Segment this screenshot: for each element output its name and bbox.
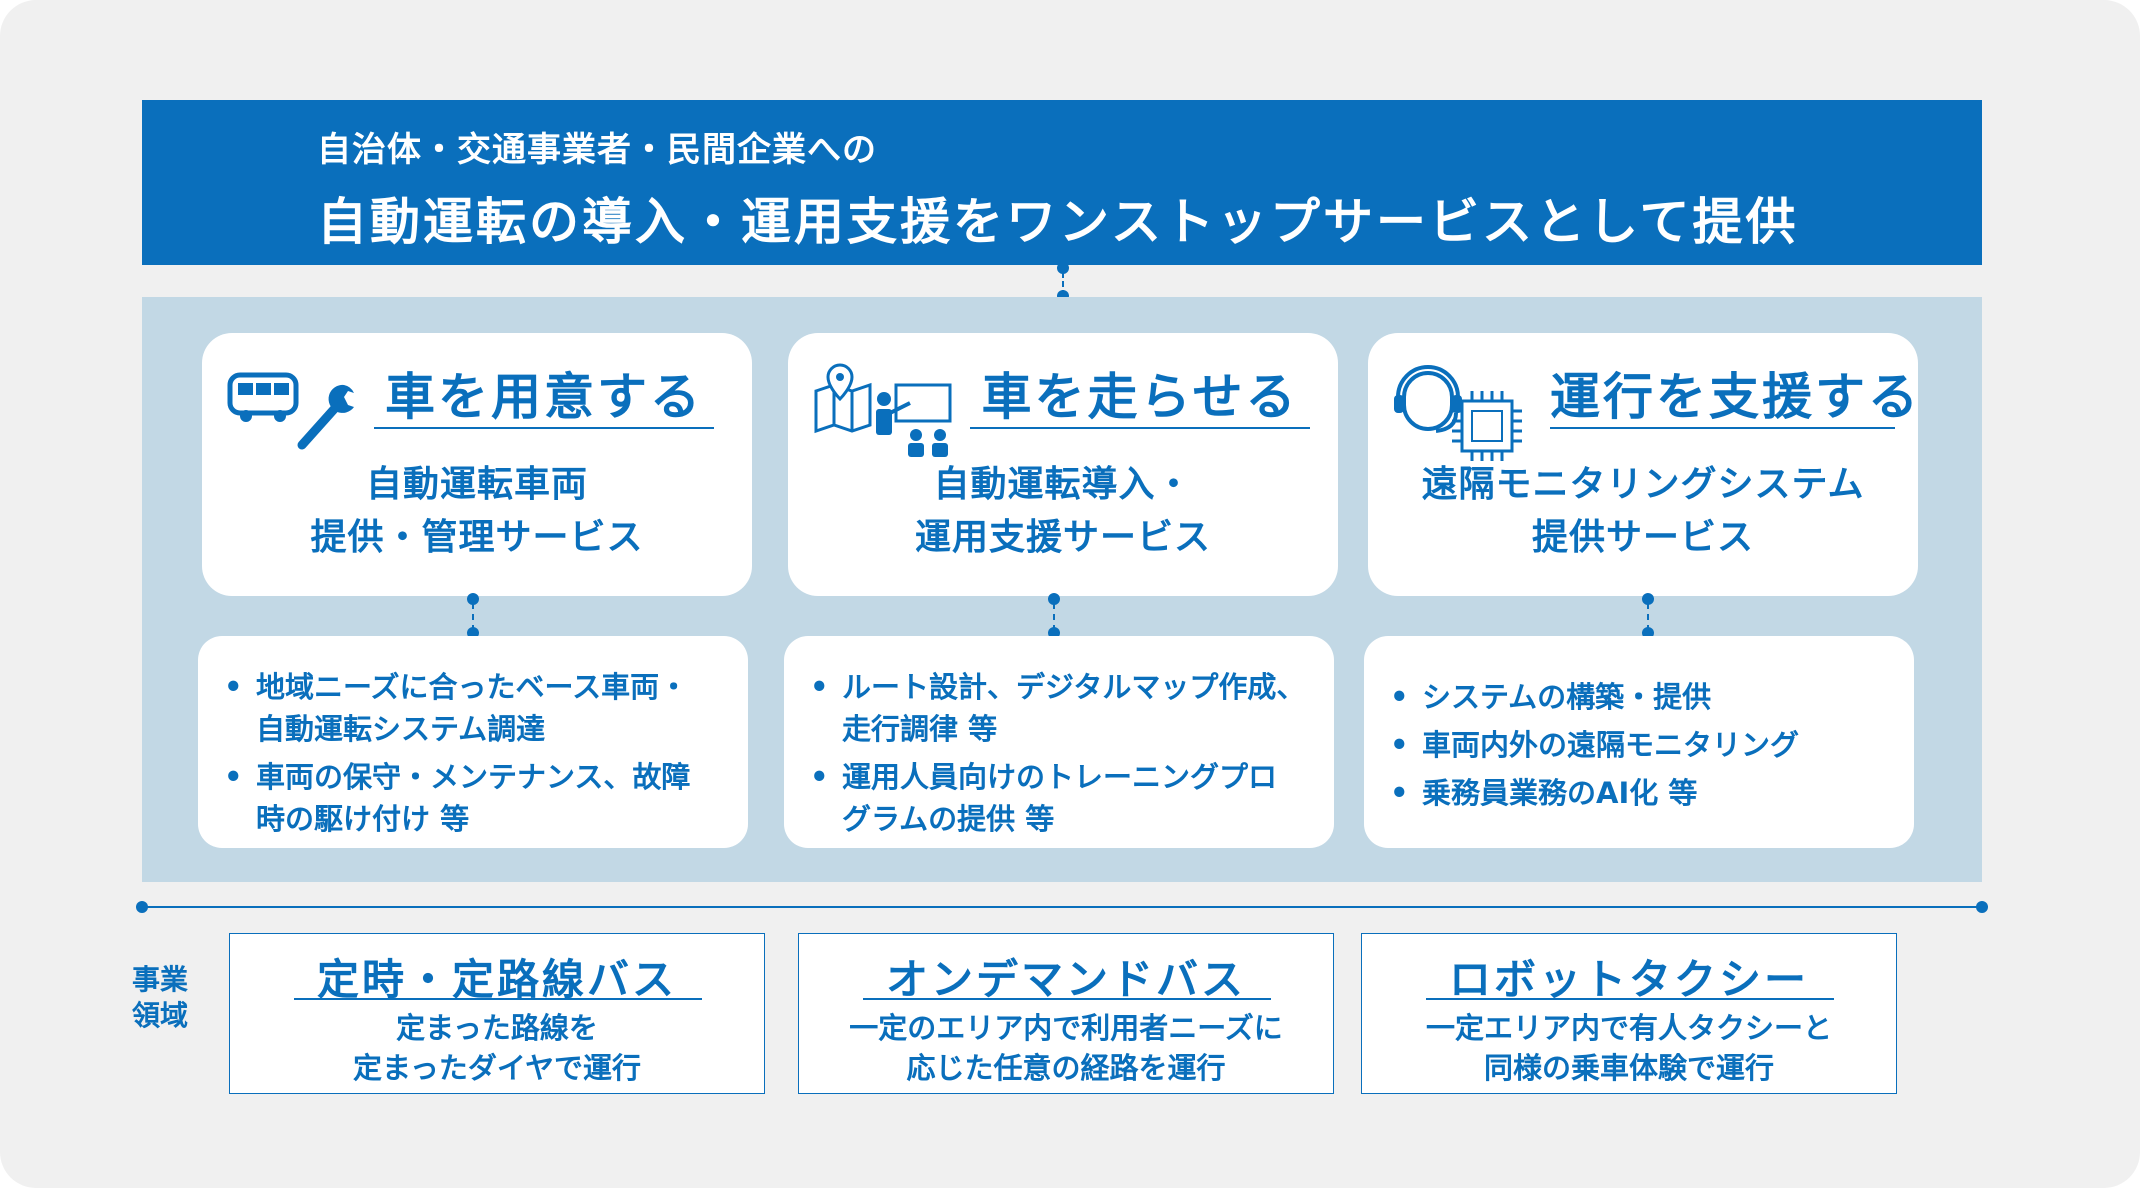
business-description: 一定エリア内で有人タクシーと 同様の乗車体験で運行	[1425, 1011, 1832, 1085]
business-box-on-demand-bus: オンデマンドバス 一定のエリア内で利用者ニーズに 応じた任意の経路を運行	[798, 933, 1334, 1094]
headset-operator-icon	[1394, 365, 1462, 433]
connector-line	[472, 603, 474, 631]
service-desc-line: 提供サービス	[1531, 517, 1754, 558]
service-description: 自動運転車両 提供・管理サービス	[202, 458, 752, 564]
business-description: 一定のエリア内で利用者ニーズに 応じた任意の経路を運行	[849, 1011, 1283, 1085]
connector-dot	[1048, 593, 1060, 605]
detail-card-prepare-vehicle: 地域ニーズに合ったベース車両・自動運転システム調達 車両の保守・メンテナンス、故…	[198, 636, 748, 848]
detail-list: 地域ニーズに合ったベース車両・自動運転システム調達 車両の保守・メンテナンス、故…	[224, 666, 734, 846]
service-description: 自動運転導入・ 運用支援サービス	[788, 458, 1338, 564]
connector-dot	[1642, 593, 1654, 605]
divider-end-dot	[136, 901, 148, 913]
service-card-prepare-vehicle: 車を用意する 自動運転車両 提供・管理サービス	[202, 333, 752, 596]
business-title-underline	[863, 998, 1271, 1000]
divider-end-dot	[1976, 901, 1988, 913]
detail-list: システムの構築・提供 車両内外の遠隔モニタリング 乗務員業務のAI化 等	[1390, 676, 1900, 820]
detail-item: 車両内外の遠隔モニタリング	[1390, 724, 1900, 766]
service-title: 車を用意する	[374, 367, 714, 429]
detail-list: ルート設計、デジタルマップ作成、走行調律 等 運用人員向けのトレーニングプログラ…	[810, 666, 1320, 846]
detail-item: ルート設計、デジタルマップ作成、走行調律 等	[810, 666, 1320, 750]
wrench-icon	[297, 384, 354, 450]
business-description: 定まった路線を 定まったダイヤで運行	[353, 1011, 641, 1085]
business-box-fixed-route-bus: 定時・定路線バス 定まった路線を 定まったダイヤで運行	[229, 933, 765, 1094]
service-title: 運行を支援する	[1550, 367, 1918, 429]
business-box-robot-taxi: ロボットタクシー 一定エリア内で有人タクシーと 同様の乗車体験で運行	[1361, 933, 1897, 1094]
service-desc-line: 遠隔モニタリングシステム	[1421, 464, 1865, 505]
header-banner: 自治体・交通事業者・民間企業への 自動運転の導入・運用支援をワンストップサービス…	[142, 100, 1982, 265]
service-card-operate-vehicle: 車を走らせる 自動運転導入・ 運用支援サービス	[788, 333, 1338, 596]
service-desc-line: 運用支援サービス	[914, 517, 1211, 558]
detail-card-operate-vehicle: ルート設計、デジタルマップ作成、走行調律 等 運用人員向けのトレーニングプログラ…	[784, 636, 1334, 848]
service-desc-line: 提供・管理サービス	[310, 517, 644, 558]
connector-line	[1053, 603, 1055, 631]
connector-line	[1647, 603, 1649, 631]
ai-chip-icon	[1452, 391, 1522, 461]
detail-item: システムの構築・提供	[1390, 676, 1900, 718]
business-area-divider	[142, 906, 1982, 908]
connector-dot	[467, 593, 479, 605]
service-card-support-operation: 運行を支援する 遠隔モニタリングシステム 提供サービス	[1368, 333, 1918, 596]
header-title: 自動運転の導入・運用支援をワンストップサービスとして提供	[317, 193, 1799, 251]
business-title: オンデマンドバス	[885, 955, 1246, 1004]
service-desc-line: 自動運転導入・	[933, 464, 1193, 505]
business-title-underline	[294, 998, 702, 1000]
service-title: 車を走らせる	[970, 367, 1310, 429]
service-description: 遠隔モニタリングシステム 提供サービス	[1368, 458, 1918, 564]
detail-item: 乗務員業務のAI化 等	[1390, 772, 1900, 814]
training-presenter-icon	[876, 383, 952, 457]
bus-icon	[227, 372, 299, 422]
detail-card-support-operation: システムの構築・提供 車両内外の遠隔モニタリング 乗務員業務のAI化 等	[1364, 636, 1914, 848]
business-title: ロボットタクシー	[1448, 955, 1809, 1004]
business-area-label: 事業 領域	[132, 963, 189, 1032]
connector-dot	[1057, 262, 1069, 274]
map-pin-icon	[814, 363, 872, 434]
detail-item: 地域ニーズに合ったベース車両・自動運転システム調達	[224, 666, 734, 750]
service-desc-line: 自動運転車両	[365, 464, 588, 505]
business-title-underline	[1426, 998, 1834, 1000]
connector-line	[1062, 272, 1064, 296]
business-title: 定時・定路線バス	[316, 955, 677, 1004]
header-subtitle: 自治体・交通事業者・民間企業への	[317, 130, 877, 170]
